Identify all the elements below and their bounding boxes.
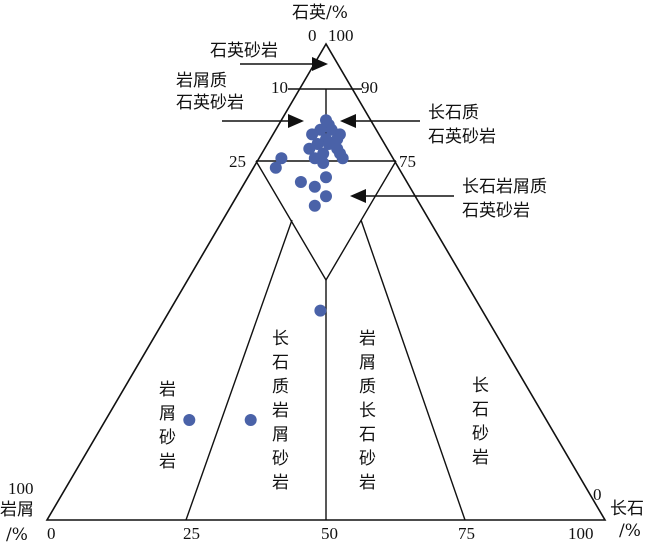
sample-point bbox=[303, 142, 316, 155]
line-right-75 bbox=[360, 219, 466, 521]
label-lithic-sandstone-char: 屑 bbox=[159, 404, 176, 424]
label-arkose-char: 岩 bbox=[472, 448, 489, 468]
label-lithic-arkose-char: 岩 bbox=[359, 329, 376, 349]
label-feldspar-lithic-quartz-2: 石英砂岩 bbox=[462, 201, 530, 221]
label-lithic-arkose-char: 屑 bbox=[359, 353, 376, 373]
axis-lithic-unit: /% bbox=[6, 525, 28, 544]
axis-feldspar-unit: /% bbox=[619, 521, 641, 541]
tick-bottom-0: 0 bbox=[47, 524, 56, 543]
sample-point bbox=[314, 304, 327, 317]
label-feldspar-lithic-quartz-1: 长石岩屑质 bbox=[462, 177, 547, 197]
line-left-25 bbox=[185, 219, 293, 521]
tick-bottom-100: 100 bbox=[568, 524, 594, 543]
label-lithic-arkose-char: 石 bbox=[359, 425, 376, 445]
label-arkose-char: 砂 bbox=[472, 424, 489, 444]
sample-points bbox=[183, 114, 349, 426]
sample-point bbox=[320, 190, 332, 203]
arrow-quartz-sandstone bbox=[240, 57, 328, 71]
sample-point bbox=[308, 180, 321, 193]
arrow-feldspathic-quartz bbox=[340, 114, 420, 128]
tick-left-100: 100 bbox=[8, 479, 34, 498]
axis-lithic-label: 岩屑 bbox=[0, 500, 34, 520]
sample-point bbox=[275, 152, 288, 165]
arrow-feldspar-lithic-quartz bbox=[350, 189, 454, 203]
label-lithic-sandstone-char: 岩 bbox=[159, 452, 176, 472]
sample-point bbox=[308, 199, 321, 212]
tick-10: 10 bbox=[271, 78, 288, 97]
label-lithic-quartz-2: 石英砂岩 bbox=[176, 93, 244, 113]
tick-right-0: 0 bbox=[593, 485, 602, 504]
label-lithic-sandstone-char: 岩 bbox=[159, 380, 176, 400]
axis-feldspar-label: 长石 bbox=[610, 499, 644, 519]
label-lithic-arkose-char: 质 bbox=[359, 377, 376, 397]
label-lithic-arkose-char: 长 bbox=[359, 401, 376, 421]
sample-point bbox=[320, 171, 332, 184]
sample-point bbox=[269, 161, 282, 174]
sample-point bbox=[317, 157, 330, 169]
axis-quartz-label: 石英/% bbox=[292, 3, 348, 23]
sample-point bbox=[244, 414, 257, 426]
label-feldspathic-lithic-sandstone-char: 岩 bbox=[272, 473, 289, 493]
label-arkose-char: 石 bbox=[472, 400, 489, 420]
tick-bottom-75: 75 bbox=[458, 524, 475, 543]
label-feldspathic-lithic-sandstone-char: 质 bbox=[272, 377, 289, 397]
tick-bottom-25: 25 bbox=[183, 524, 200, 543]
label-lithic-quartz-1: 岩屑质 bbox=[176, 71, 227, 91]
tick-90: 90 bbox=[361, 78, 378, 97]
label-feldspathic-quartz-2: 石英砂岩 bbox=[428, 127, 496, 147]
sample-point bbox=[306, 128, 319, 141]
label-lithic-sandstone-char: 砂 bbox=[159, 428, 176, 448]
label-feldspathic-lithic-sandstone-char: 屑 bbox=[272, 425, 289, 445]
label-lithic-arkose-char: 岩 bbox=[359, 473, 376, 493]
label-lithic-arkose-char: 砂 bbox=[359, 449, 376, 469]
sample-point bbox=[183, 414, 196, 426]
label-feldspathic-lithic-sandstone-char: 岩 bbox=[272, 401, 289, 421]
arrow-lithic-quartz bbox=[222, 114, 304, 128]
tick-apex-0: 0 bbox=[308, 26, 317, 45]
label-feldspathic-lithic-sandstone-char: 长 bbox=[272, 329, 289, 349]
tick-75: 75 bbox=[399, 152, 416, 171]
tick-apex-100: 100 bbox=[328, 26, 354, 45]
tick-25: 25 bbox=[229, 152, 246, 171]
label-arkose-char: 长 bbox=[472, 376, 489, 396]
label-quartz-sandstone: 石英砂岩 bbox=[210, 41, 278, 61]
label-feldspathic-quartz-1: 长石质 bbox=[428, 103, 479, 123]
label-feldspathic-lithic-sandstone-char: 石 bbox=[272, 353, 289, 373]
label-feldspathic-lithic-sandstone-char: 砂 bbox=[272, 449, 289, 469]
sample-point bbox=[336, 152, 349, 165]
tick-bottom-50: 50 bbox=[321, 524, 338, 543]
sample-point bbox=[294, 176, 307, 188]
